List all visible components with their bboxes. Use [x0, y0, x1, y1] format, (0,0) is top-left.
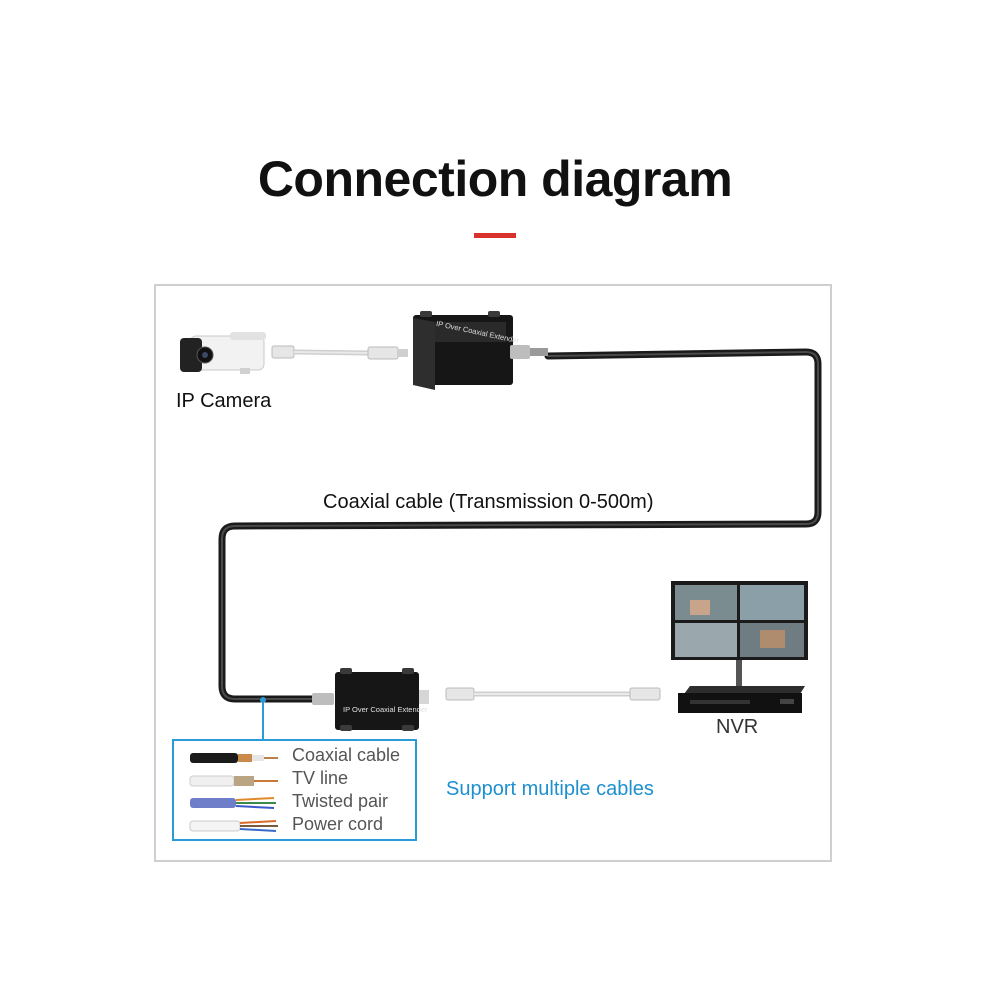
ethernet-cable-icon	[271, 345, 408, 360]
monitor-icon	[671, 581, 808, 686]
coaxial-cable-sample-icon	[190, 753, 278, 763]
cable-type-item: Twisted pair	[292, 791, 389, 811]
nvr-label: NVR	[716, 716, 759, 738]
support-multiple-cables-label: Support multiple cables	[446, 778, 654, 800]
coaxial-extender-icon	[312, 668, 429, 731]
cable-type-item: TV line	[292, 768, 349, 788]
coaxial-cable-label: Coaxial cable (Transmission 0-500m)	[323, 491, 654, 513]
ip-camera-label: IP Camera	[176, 390, 272, 412]
nvr-recorder-icon	[678, 686, 805, 713]
power-cord-sample-icon	[189, 820, 278, 832]
cable-type-item: Coaxial cable	[292, 745, 401, 765]
cable-samples	[189, 753, 278, 832]
ip-camera-icon	[180, 332, 266, 374]
cable-type-item: Power cord	[292, 814, 384, 834]
page-title: Connection diagram	[257, 151, 733, 207]
extender-label-bottom: IP Over Coaxial Extender	[343, 705, 428, 714]
twisted-pair-sample-icon	[190, 797, 276, 809]
coaxial-extender-icon	[413, 311, 548, 390]
title-accent-bar	[474, 233, 516, 238]
diagram-frame	[154, 284, 832, 862]
tv-line-sample-icon	[189, 775, 278, 787]
cable-types-box: Coaxial cable TV line Twisted pair Power…	[172, 739, 417, 841]
ethernet-cable-icon	[445, 687, 661, 701]
